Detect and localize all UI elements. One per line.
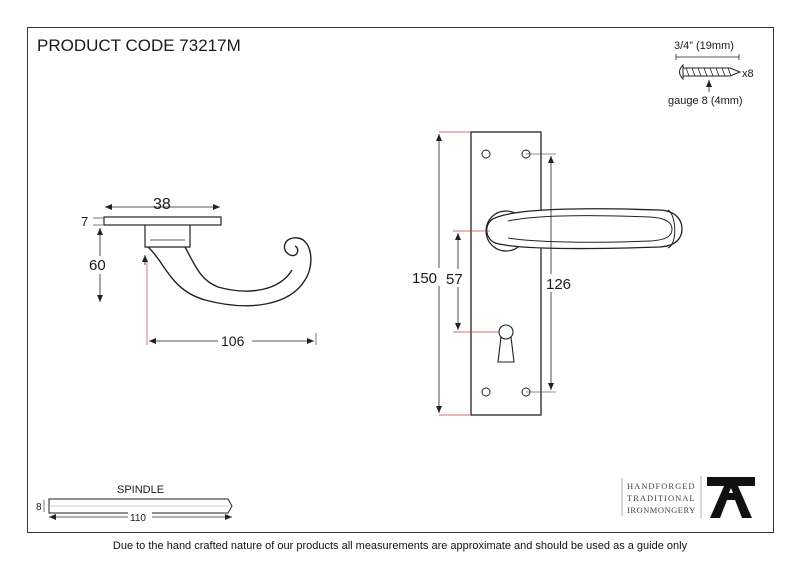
screw-gauge-label: gauge 8 (4mm) — [668, 95, 743, 107]
rose-plate — [103, 216, 222, 226]
logo-line-1: HANDFORGED — [627, 481, 696, 491]
lever-projection-dimension: 106 — [221, 333, 245, 349]
spindle-length-dimension: 110 — [130, 513, 146, 524]
disclaimer-text: Due to the hand crafted nature of our pr… — [112, 540, 688, 552]
rose-thickness-dimension: 7 — [81, 214, 88, 229]
lever-curl — [147, 237, 312, 307]
logo-line-3: IRONMONGERY — [627, 505, 696, 515]
lever-height-dimension: 60 — [89, 257, 106, 274]
anvil-logo-icon — [707, 477, 755, 518]
backplate-front-view: 150 57 126 — [412, 131, 683, 416]
lever-side-view: 38 7 60 106 — [81, 196, 317, 349]
backplate-height-dimension: 150 — [412, 270, 437, 287]
screw-quantity: x8 — [742, 68, 754, 80]
lever-width-dimension: 38 — [153, 196, 171, 213]
spindle-label: SPINDLE — [117, 484, 164, 496]
product-code: PRODUCT CODE 73217M — [37, 36, 241, 55]
drawing-frame — [27, 27, 774, 533]
spindle-thickness-dimension: 8 — [36, 502, 42, 513]
screw-detail: 3/4” (19mm) x8 gauge 8 (4mm) — [668, 40, 754, 107]
lever-handle — [486, 208, 683, 250]
brand-logo: HANDFORGED TRADITIONAL IRONMONGERY — [621, 476, 755, 518]
centres-dimension: 57 — [446, 271, 463, 288]
screw-head-icon — [679, 63, 684, 81]
backplate — [470, 131, 542, 416]
fixing-hole — [481, 387, 491, 397]
logo-line-2: TRADITIONAL — [627, 493, 696, 503]
fixings-dimension: 126 — [546, 276, 571, 293]
screw-length-label: 3/4” (19mm) — [674, 40, 734, 52]
fixing-hole — [481, 149, 491, 159]
spindle-detail: SPINDLE 8 110 — [36, 484, 233, 524]
